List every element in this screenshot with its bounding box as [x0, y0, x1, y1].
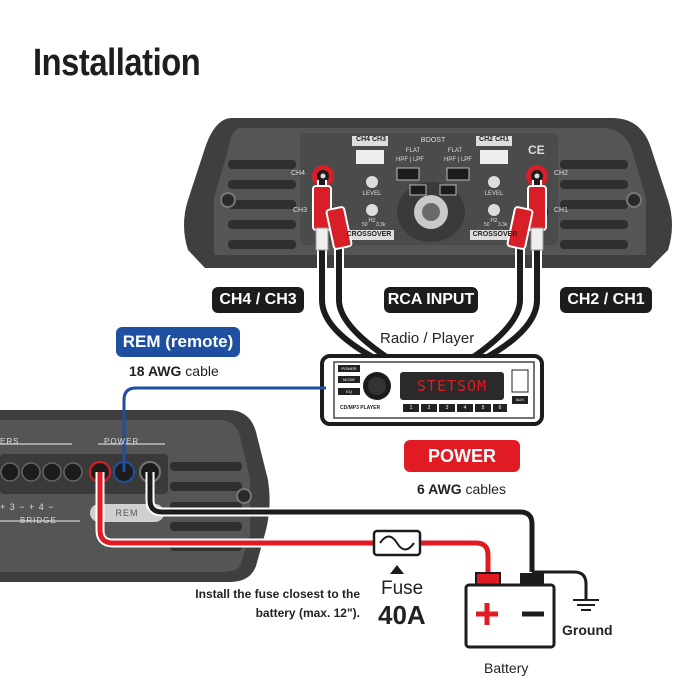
radio-display: [400, 372, 504, 400]
amp-fins-right: [560, 160, 628, 249]
preset-label: 6: [498, 405, 502, 411]
rca-input-tag: RCA INPUT: [384, 287, 478, 313]
amp-crossover-left: CROSSOVER: [346, 231, 392, 238]
radio-eq-label: EQ: [346, 389, 352, 394]
preset-label: 4: [463, 405, 467, 411]
rca-jack-right-top[interactable]: [526, 165, 548, 187]
radio-power-label: POWER: [341, 366, 357, 371]
radio-mode-label: MODE: [343, 377, 355, 382]
radio-power-button[interactable]: [338, 365, 360, 372]
preset-label: 3: [445, 405, 449, 411]
amp-power-label: POWER: [104, 437, 140, 446]
dip-switch-left[interactable]: [356, 150, 384, 164]
power-tag: POWER: [404, 440, 520, 472]
aux-port: [512, 396, 528, 404]
ground-label: Ground: [562, 622, 613, 638]
power-cables-label: cables: [465, 481, 506, 497]
rca-plugs: [312, 185, 547, 251]
fuse-note-line-1: Install the fuse closest to the: [195, 587, 360, 601]
speaker-terminals: [0, 462, 83, 482]
amp-flat-label-left: FLAT: [405, 148, 421, 154]
amp-flat-label-right: FLAT: [447, 148, 463, 154]
amp-bridge-label: BRIDGE: [20, 516, 57, 525]
amp-fins-left: [228, 160, 296, 249]
fuse-note-line-2: battery (max. 12").: [255, 606, 360, 620]
amp-bridge-signs: + 3 − + 4 −: [0, 502, 55, 512]
rem-tag: REM (remote): [116, 327, 240, 357]
fuse-label: Fuse: [381, 578, 424, 599]
filter-switch-left[interactable]: [396, 167, 420, 181]
ch4-ch3-tag: CH4 / CH3: [212, 287, 304, 313]
ce-mark: CE: [528, 143, 545, 157]
screw-icon: [626, 192, 642, 208]
amp-hz-right: Hz: [490, 218, 498, 224]
amp-speakers-label: ERS: [0, 437, 20, 446]
screw-icon: [236, 488, 252, 504]
preset-label: 5: [481, 405, 485, 411]
boost-switch-right[interactable]: [439, 184, 457, 196]
rca-cables: [317, 180, 542, 365]
boost-switch-left[interactable]: [409, 184, 427, 196]
screw-icon: [220, 192, 236, 208]
radio-eq-button[interactable]: [338, 388, 360, 395]
preset-label: 1: [409, 405, 413, 411]
level-knob-left[interactable]: [366, 176, 378, 188]
amp-jack-label-ch1: CH1: [554, 207, 569, 214]
amp-crossover-right: CROSSOVER: [472, 231, 518, 238]
ch2-ch1-tag: CH2 / CH1: [560, 287, 652, 313]
radio-model-label: CD/MP3 PLAYER: [340, 405, 381, 411]
rem-cable-label: cable: [185, 363, 219, 379]
amp-rem-plate-text: REM: [115, 508, 139, 518]
amp-ch4-ch3-header: CH4 CH3: [356, 136, 386, 143]
battery-label: Battery: [484, 660, 529, 676]
power-gauge: 6 AWG: [417, 481, 462, 497]
dip-switch-right[interactable]: [480, 150, 508, 164]
amp-freq-high-left: 3.3k: [376, 222, 386, 228]
radio-player-label: Radio / Player: [380, 330, 475, 347]
rem-gauge: 18 AWG: [129, 363, 182, 379]
amp-level-left: LEVEL: [362, 191, 382, 197]
amp-level-right: LEVEL: [484, 191, 504, 197]
amp-freq-low-left: 50: [362, 222, 368, 228]
preset-label: 2: [427, 405, 431, 411]
amp-jack-label-ch4: CH4: [291, 170, 306, 177]
level-knob-right[interactable]: [488, 176, 500, 188]
amp-jack-label-ch2: CH2: [554, 170, 569, 177]
crossover-knob-right[interactable]: [488, 204, 500, 216]
ground-icon: [573, 599, 599, 611]
battery-icon: [464, 572, 556, 649]
crossover-knob-left[interactable]: [366, 204, 378, 216]
fuse-rating: 40A: [378, 600, 426, 630]
earth-wire: [532, 570, 588, 600]
rem-label-plate: [90, 504, 164, 522]
radio-player: [320, 354, 544, 426]
amp-jack-label-ch3: CH3: [293, 207, 308, 214]
amp-freq-low-right: 50: [484, 222, 490, 228]
filter-switch-right[interactable]: [446, 167, 470, 181]
amp-freq-high-right: 3.3k: [498, 222, 508, 228]
amp-boost-label: BOOST: [420, 137, 446, 144]
amp-ch2-ch1-header: CH2 CH1: [479, 136, 509, 143]
amp-hpf-lpf-right: HPF | LPF: [444, 157, 472, 163]
rem-wire: [122, 386, 326, 472]
usb-port-icon: [511, 369, 529, 393]
fuse-icon: [372, 529, 422, 574]
radio-display-text: STETSOM: [416, 377, 488, 395]
amp-hpf-lpf-left: HPF | LPF: [396, 157, 424, 163]
preset-buttons: [403, 404, 507, 412]
page-title: Installation: [33, 42, 201, 84]
radio-mode-button[interactable]: [338, 376, 360, 383]
bottom-amplifier: [0, 410, 270, 582]
radio-aux-label: AUX: [515, 397, 525, 402]
amp-hz-left: Hz: [368, 218, 376, 224]
fuse-note: Install the fuse closest to the battery …: [150, 585, 360, 623]
